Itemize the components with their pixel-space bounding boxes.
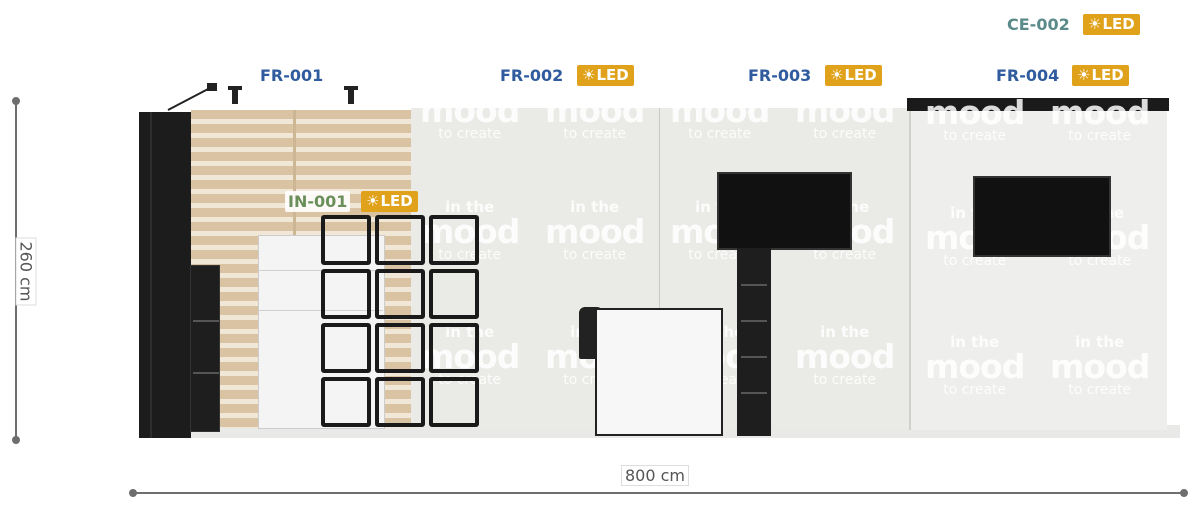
sun-icon: ☀ xyxy=(1088,15,1102,33)
width-dimension-line xyxy=(129,489,1188,497)
label-in-001: IN-001 xyxy=(285,191,351,212)
sun-icon: ☀ xyxy=(1077,66,1091,84)
counter-line xyxy=(258,270,383,271)
black-cabinet xyxy=(190,265,220,432)
spotlight-icon xyxy=(228,86,242,104)
dark-side-column xyxy=(139,112,191,438)
spotlight-icons xyxy=(167,83,358,111)
led-badge: ☀LED xyxy=(361,191,418,212)
width-label: 800 cm xyxy=(621,465,690,486)
label-ce-002: CE-002 xyxy=(1004,14,1073,35)
ceiling-header-ce-002 xyxy=(907,98,1169,111)
label-fr-001: FR-001 xyxy=(257,65,327,86)
led-badge: ☀LED xyxy=(1072,65,1129,86)
label-fr-003: FR-003 xyxy=(745,65,815,86)
sun-icon: ☀ xyxy=(582,66,596,84)
brochure-stand xyxy=(737,248,771,436)
tv-screen xyxy=(717,172,852,250)
led-badge: ☀LED xyxy=(825,65,882,86)
sun-icon: ☀ xyxy=(366,192,380,210)
reception-desk xyxy=(595,308,723,436)
sun-icon: ☀ xyxy=(830,66,844,84)
led-badge: ☀LED xyxy=(577,65,634,86)
spotlight-arm-icon xyxy=(167,83,217,111)
dark-side-column-edge xyxy=(150,112,152,438)
label-fr-004: FR-004 xyxy=(993,65,1063,86)
led-badge: ☀LED xyxy=(1083,14,1140,35)
label-fr-002: FR-002 xyxy=(497,65,567,86)
spotlight-icon xyxy=(344,86,358,104)
wall-tv-screen xyxy=(973,176,1111,257)
counter-line xyxy=(258,310,383,311)
panel-fr-004 xyxy=(909,110,1167,430)
cube-shelf-in-001 xyxy=(321,215,483,430)
height-label: 260 cm xyxy=(15,237,37,306)
